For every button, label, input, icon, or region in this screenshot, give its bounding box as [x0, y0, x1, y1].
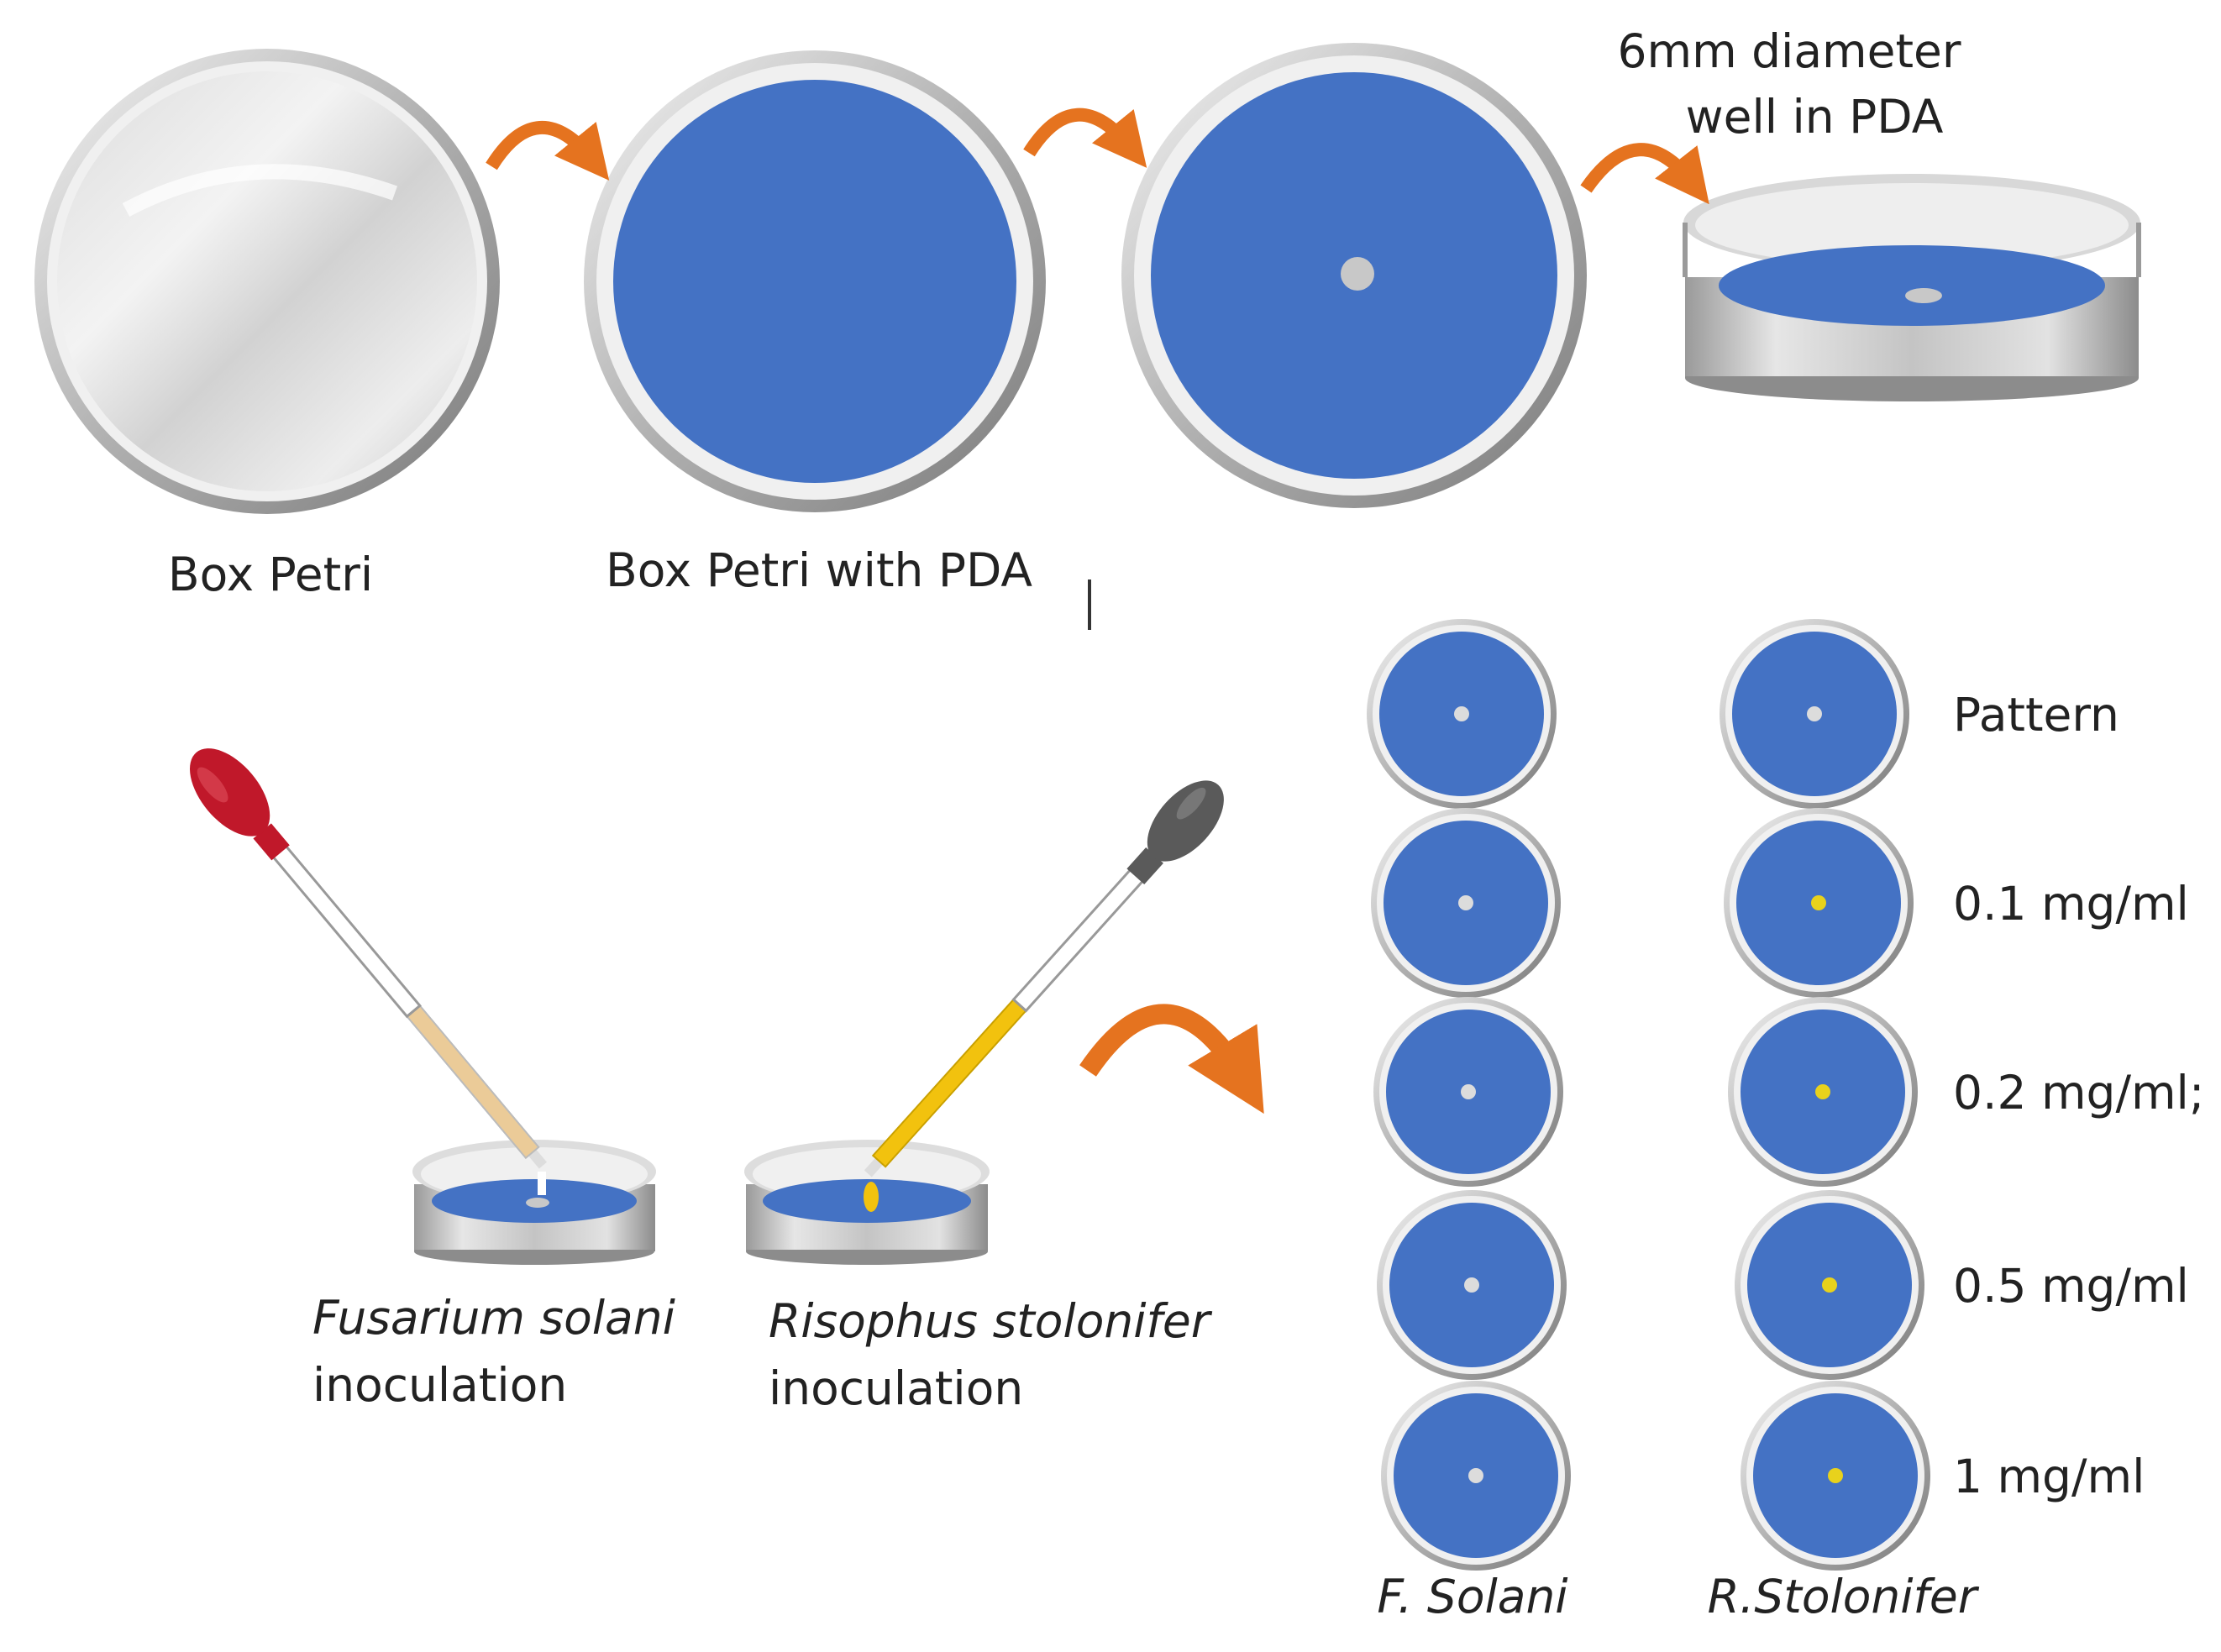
rstolonifer-dish-0 — [1720, 619, 1909, 809]
well-dot — [1464, 1277, 1479, 1293]
well-dot — [1807, 706, 1822, 721]
arrow-1 — [486, 121, 610, 181]
rstolonifer-dish-3 — [1735, 1190, 1924, 1380]
well-dot — [1815, 1084, 1830, 1099]
rstolonifer-dish-4 — [1741, 1381, 1930, 1571]
well-title-line2: well in PDA — [1686, 90, 1944, 144]
fsolani-dish-4 — [1381, 1381, 1571, 1571]
well-dot — [1828, 1468, 1843, 1483]
well-dot — [1458, 895, 1473, 910]
well-dot — [1461, 1084, 1476, 1099]
well-dot — [1822, 1277, 1837, 1293]
well-title-line1: 6mm diameter — [1618, 24, 1961, 78]
empty-petri-dish — [34, 49, 500, 514]
label-box-petri-pda: Box Petri with PDA — [606, 543, 1032, 597]
concentration-label-2: 0.2 mg/ml; — [1953, 1066, 2204, 1120]
concentration-label-0: Pattern — [1953, 688, 2119, 742]
gray-dropper — [864, 780, 1224, 1177]
arrow-3 — [1580, 143, 1709, 205]
yellow-drop — [864, 1182, 879, 1212]
concentration-label-3: 0.5 mg/ml — [1953, 1259, 2189, 1313]
fusarium-inoculation-dish — [412, 1140, 656, 1265]
arrow-2 — [1023, 108, 1147, 168]
label-fusarium: Fusarium solani — [312, 1291, 676, 1345]
label-fusarium-inoculation: inoculation — [312, 1358, 567, 1412]
label-box-petri: Box Petri — [168, 548, 373, 601]
well-dot — [1454, 706, 1469, 721]
well-dot — [1468, 1468, 1483, 1483]
rstolonifer-dish-1 — [1724, 808, 1914, 998]
concentration-dish-grid: Pattern 0.1 mg/ml 0.2 mg/ml; 0.5 mg/ml 1 mg/… — [1367, 619, 2204, 1571]
arrow-4 — [1079, 1004, 1264, 1114]
fsolani-dish-1 — [1371, 808, 1561, 998]
red-dropper — [190, 748, 548, 1169]
fsolani-dish-0 — [1367, 619, 1557, 809]
label-col-fsolani: F. Solani — [1377, 1570, 1568, 1623]
fsolani-dish-2 — [1373, 997, 1563, 1187]
rstolonifer-dish-2 — [1728, 997, 1918, 1187]
concentration-label-1: 0.1 mg/ml — [1953, 877, 2189, 931]
label-rhizopus: Risophus stolonifer — [769, 1294, 1213, 1348]
petri-dish-with-pda — [584, 50, 1046, 512]
well-dot — [1811, 895, 1826, 910]
fsolani-dish-3 — [1377, 1190, 1567, 1380]
petri-dish-side-view — [1683, 174, 2141, 401]
concentration-label-4: 1 mg/ml — [1953, 1450, 2145, 1503]
label-rhizopus-inoculation: inoculation — [769, 1361, 1023, 1415]
label-col-rstolonifer: R.Stolonifer — [1708, 1570, 1980, 1623]
petri-dish-with-well — [1121, 43, 1587, 508]
rhizopus-inoculation-dish — [744, 1140, 990, 1265]
dropper-drop-white — [538, 1172, 546, 1195]
